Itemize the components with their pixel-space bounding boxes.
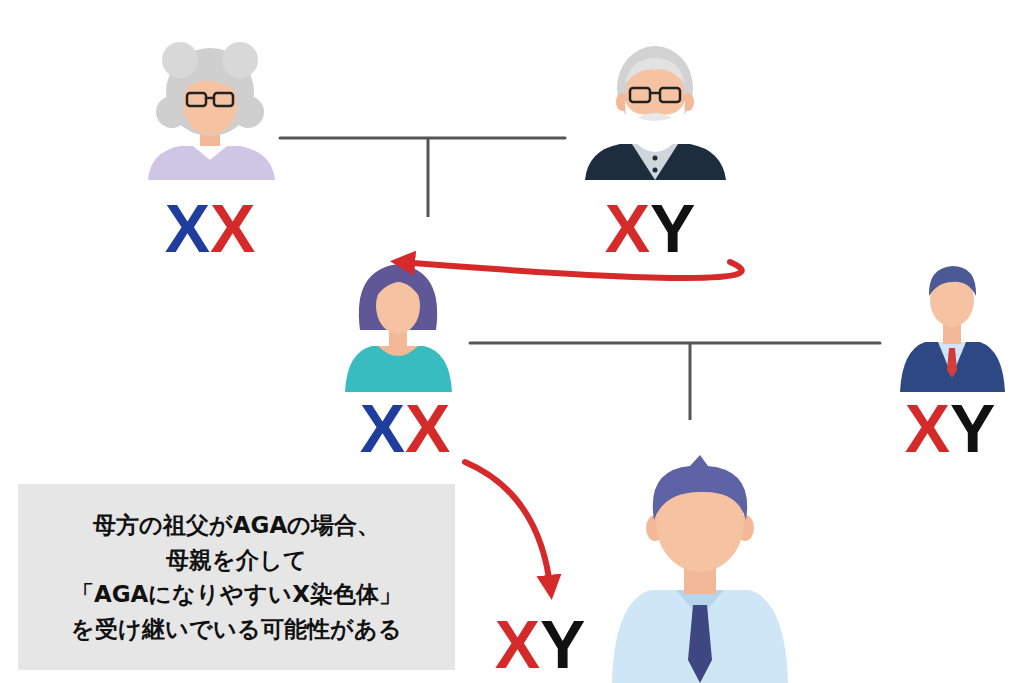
inheritance-arrow — [400, 262, 742, 278]
chromosome-label: XX — [165, 194, 256, 262]
descent-stem — [689, 343, 692, 420]
mother-node: XX — [340, 262, 470, 462]
callout-box: 母方の祖父がAGAの場合、 母親を介して 「AGAになりやすいX染色体」 を受け… — [18, 484, 455, 670]
inheritance-arrow — [465, 462, 551, 590]
callout-text: 母方の祖父がAGAの場合、 母親を介して 「AGAになりやすいX染色体」 を受け… — [34, 508, 439, 646]
couple-line — [280, 137, 565, 140]
couple-line — [470, 342, 880, 345]
son-node: XY — [491, 590, 590, 678]
chromosome-label: XY — [495, 610, 586, 678]
chromosome-label: XY — [905, 394, 996, 462]
descent-stem — [427, 138, 430, 217]
chromosome-label-row: XX — [340, 394, 470, 462]
chromosome-label-row: XX — [140, 194, 280, 262]
chromosome-label-row: XY — [565, 194, 735, 262]
chromosome-label-row: XY — [491, 610, 590, 678]
father-node: XY — [880, 262, 1020, 462]
father-figure — [900, 266, 1005, 392]
grandfather-node: XY — [565, 40, 735, 262]
mother-figure — [345, 264, 452, 392]
grandmother-figure — [148, 42, 275, 180]
son-figure — [612, 455, 788, 683]
grandfather-figure — [585, 46, 726, 180]
chromosome-label: XX — [360, 394, 451, 462]
chromosome-label-row: XY — [880, 394, 1020, 462]
grandmother-node: XX — [140, 40, 280, 262]
chromosome-label: XY — [605, 194, 696, 262]
